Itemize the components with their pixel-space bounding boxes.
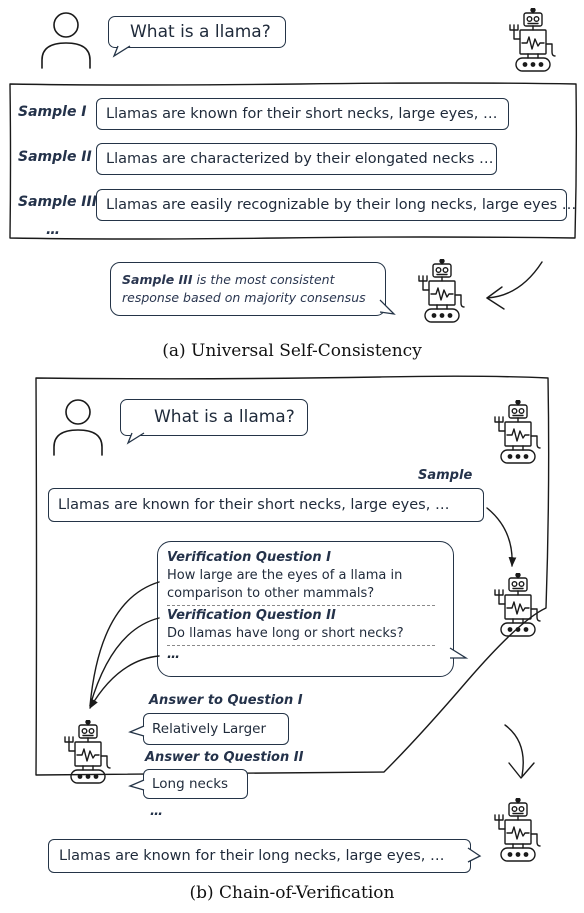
answer2-label: Answer to Question II	[145, 750, 304, 765]
vq1-label: Verification Question I	[167, 550, 331, 565]
verification-bubble: Verification Question I How large are th…	[157, 541, 454, 677]
question-bubble-b: What is a llama?	[120, 399, 308, 436]
vq1-line1: How large are the eyes of a llama in	[167, 568, 403, 583]
answer2-text: Long necks	[152, 776, 229, 792]
consensus-line1: is the most consistent	[192, 272, 335, 287]
vq2-text: Do llamas have long or short necks?	[167, 626, 404, 641]
sample-text: Llamas are known for their short necks, …	[58, 497, 450, 513]
bubble-tail	[112, 45, 131, 58]
sample-text-3: Llamas are easily recognizable by their …	[106, 197, 577, 213]
sample-label-2: Sample II	[18, 149, 92, 165]
sample-text-2: Llamas are characterized by their elonga…	[106, 151, 494, 167]
answer1-tail	[128, 725, 145, 737]
robot-icon	[493, 798, 543, 870]
consensus-bubble: Sample III is the most consistent respon…	[110, 262, 386, 316]
vq2-label: Verification Question II	[167, 608, 336, 623]
sample-label-3: Sample III	[18, 194, 97, 210]
sample-label: Sample	[418, 468, 473, 483]
final-answer-tail	[467, 847, 482, 863]
verification-tail	[449, 647, 469, 659]
answer1-text: Relatively Larger	[152, 721, 267, 737]
answer2-tail	[128, 779, 145, 791]
answer1-label: Answer to Question I	[149, 693, 303, 708]
samples-ellipsis: …	[46, 222, 60, 238]
consensus-bold: Sample III	[122, 272, 193, 287]
vq1-line2: comparison to other mammals?	[167, 586, 375, 601]
caption-a: (a) Universal Self-Consistency	[162, 341, 422, 361]
question-text-b: What is a llama?	[154, 407, 295, 427]
sample-label-1: Sample I	[18, 104, 87, 120]
consensus-line2: response based on majority consensus	[122, 290, 366, 305]
sample-text-1: Llamas are known for their short necks, …	[106, 106, 498, 122]
vq-ellipsis: …	[167, 647, 180, 662]
consensus-tail	[379, 299, 396, 315]
bubble-tail-b	[126, 432, 145, 445]
question-bubble: What is a llama?	[108, 16, 286, 48]
sample-bubble-1: Llamas are known for their short necks, …	[96, 98, 509, 130]
final-answer-bubble: Llamas are known for their long necks, l…	[48, 839, 471, 873]
vq-divider-2	[167, 645, 435, 646]
answer1-bubble: Relatively Larger	[143, 713, 289, 745]
sample-bubble: Llamas are known for their short necks, …	[48, 488, 484, 522]
sample-bubble-3: Llamas are easily recognizable by their …	[96, 189, 576, 221]
final-answer-text: Llamas are known for their long necks, l…	[59, 848, 445, 864]
question-text: What is a llama?	[130, 22, 271, 42]
sample-bubble-2: Llamas are characterized by their elonga…	[96, 143, 497, 175]
vq-divider-1	[167, 605, 435, 606]
caption-b: (b) Chain-of-Verification	[189, 883, 395, 903]
answers-ellipsis: …	[150, 804, 163, 819]
